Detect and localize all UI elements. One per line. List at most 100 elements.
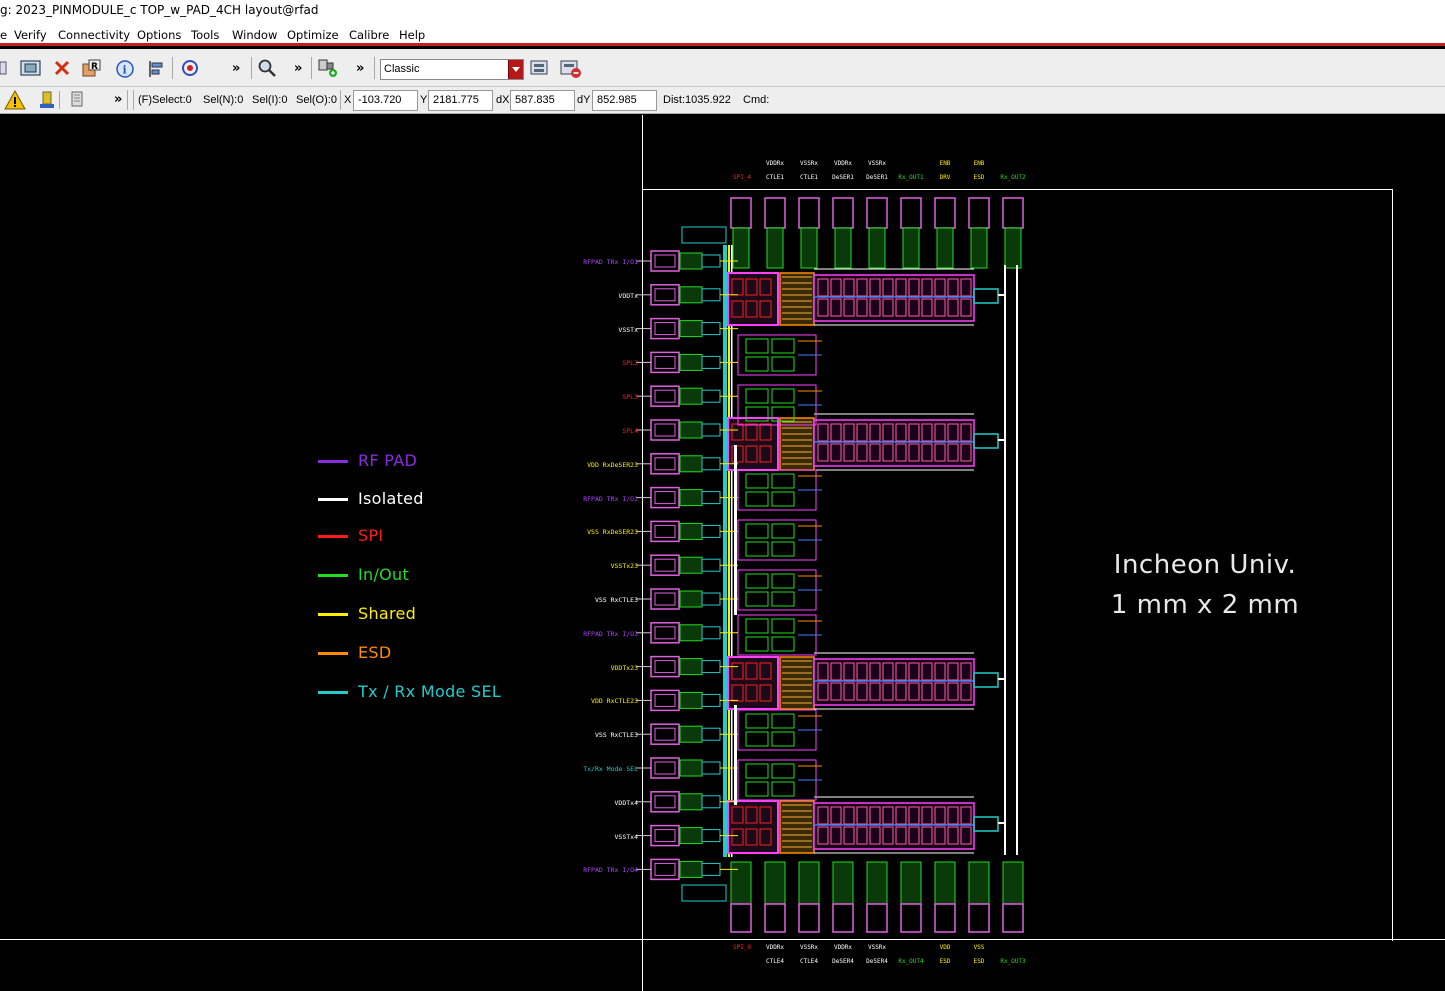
deser-cell [908,443,920,462]
workspace-select[interactable]: Classic [380,59,524,80]
bus [728,245,730,857]
esd-cell [701,660,721,674]
legend-swatch [318,574,348,577]
deser-cell [843,298,855,317]
left-pin-label: VDDTx [618,291,638,300]
dx-field[interactable]: 587.835 [510,90,575,111]
bottom-pin-label: CTLE4 [765,958,785,965]
pad [832,197,854,229]
align-icon[interactable] [146,59,166,79]
deser-cell [843,443,855,462]
esd-cell [679,421,703,439]
chevron-down-icon[interactable] [508,60,523,79]
top-pin-label: DeSER1 [832,174,854,181]
x-coordinate-field[interactable]: -103.720 [353,90,418,111]
left-pin-label: RFPAD TRx I/O2 [583,494,638,503]
workspace-select-value: Classic [384,63,420,75]
deser-cell [856,806,868,825]
transistor [745,806,758,824]
deser-cell [817,298,829,317]
menu-window[interactable]: Window [232,28,278,42]
pad [654,491,676,505]
warning-icon[interactable] [3,89,27,111]
toolbar-overflow[interactable]: » [294,61,303,76]
deser-cell [921,826,933,845]
deser-cell [817,423,829,442]
deser-cell [856,298,868,317]
esd-cell [679,658,703,676]
esd-cell [679,860,703,878]
info-icon[interactable]: i [115,59,135,79]
deser-cell [895,826,907,845]
marker-icon[interactable] [36,89,58,111]
menu-help[interactable]: Help [399,28,426,42]
bus [734,705,737,805]
ctle-cell [771,523,795,539]
deser-cell [947,806,959,825]
transistor [731,806,744,824]
delete-workspace-icon[interactable] [559,59,583,79]
top-pin-label: Rx_OUT2 [1000,174,1026,181]
deser-cell [856,826,868,845]
reference-icon[interactable]: R [81,57,107,79]
deser-cell [895,423,907,442]
save-workspace-icon[interactable] [529,59,551,79]
zoom-icon[interactable] [257,58,277,78]
legend-swatch [318,535,348,538]
pad [934,197,956,229]
deser-cell [869,423,881,442]
dy-field[interactable]: 852.985 [592,90,657,111]
bus [731,245,733,857]
deser-cell [947,298,959,317]
top-pin-label: DRV [939,174,951,181]
deser-cell [817,826,829,845]
menu-verify[interactable]: Verify [14,28,47,42]
menu-calibre[interactable]: Calibre [349,28,390,42]
deser-cell [921,682,933,701]
ctle-cell [771,473,795,489]
deser-cell [856,662,868,681]
left-pin-label: SPL3 [622,393,638,402]
esd-cell [798,861,820,905]
transistor [731,662,744,680]
transistor [745,423,758,441]
esd-cell [868,227,886,269]
menu-connectivity[interactable]: Connectivity [58,28,131,42]
deser-cell [843,662,855,681]
deser-cell [960,662,972,681]
top-pin-label: ESD [973,174,985,181]
fit-view-icon[interactable] [20,59,42,77]
menu-options[interactable]: Options [137,28,182,42]
menu-optimize[interactable]: Optimize [287,28,339,42]
deser-cell [830,278,842,297]
pad [730,197,752,229]
toolbar-overflow[interactable]: » [232,61,241,76]
menu-tools[interactable]: Tools [191,28,220,42]
add-instance-icon[interactable] [316,57,340,79]
rx-out [973,433,999,449]
toolbar-separator [340,90,341,110]
bottom-pin-label: VSSRx [799,944,819,951]
select-count: (F)Select:0 [138,94,192,106]
ctle-cell [745,781,769,797]
ctle-cell [771,356,795,372]
refresh-icon[interactable] [179,58,201,78]
window-icon[interactable] [0,59,8,77]
toolbar-overflow[interactable]: » [114,92,123,107]
menu-edit[interactable]: e [0,28,8,42]
transistor [759,300,772,318]
bottom-pin-label: VSS [973,944,985,951]
layout-canvas[interactable]: RF PAD Isolated SPI In/Out Shared ESD Tx… [0,115,1445,991]
tx-driver [727,272,779,326]
esd-cell [701,524,721,538]
transistor [745,445,758,463]
left-pin-label: Tx/Rx Mode SEL [583,765,638,773]
probe-icon[interactable] [66,89,88,111]
esd-cell [701,389,721,403]
toolbar-overflow[interactable]: » [356,61,365,76]
y-coordinate-field[interactable]: 2181.775 [428,90,493,111]
ctle-cell [771,636,795,652]
deser-cell [882,682,894,701]
transistor [745,684,758,702]
delete-icon[interactable] [53,59,71,77]
